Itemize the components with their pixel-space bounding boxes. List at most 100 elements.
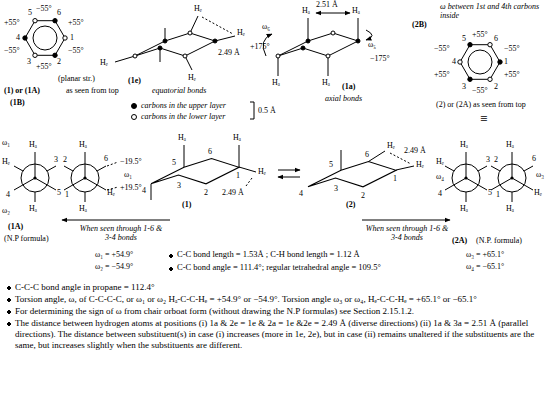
drawing-stroke (23, 36, 27, 40)
label: 1 (70, 33, 74, 42)
label: 4 (142, 186, 146, 195)
drawing-stroke (163, 39, 167, 43)
label: Hₐ (233, 133, 241, 142)
label: as seen from top (66, 86, 119, 95)
newman-projection (64, 152, 106, 202)
drawing-stroke (458, 60, 462, 64)
label: (1e) (128, 76, 141, 85)
label: Hₑ (188, 73, 196, 82)
label: Torsion angle, ω, of C-C-C-C, or ω₁ or ω… (6, 294, 548, 305)
label: 4 (438, 189, 442, 198)
label: Hₐ (178, 133, 186, 142)
drawing-stroke (356, 39, 360, 43)
legend-swatch (130, 102, 138, 110)
label: 1 (236, 171, 240, 180)
label: Hₐ (79, 204, 87, 213)
label: 3 (27, 57, 31, 66)
label: Hₐ (29, 140, 37, 149)
label: 2.49 Å (222, 188, 244, 197)
label: Hₑ (416, 160, 424, 169)
label: (1) (182, 200, 191, 209)
label: 2 (361, 191, 365, 200)
drawing-stroke (202, 17, 233, 34)
drawing-stroke (468, 50, 492, 74)
drawing-stroke (301, 46, 305, 50)
label: (1A) (8, 222, 23, 231)
drawing-stroke (33, 26, 57, 50)
newman-projection (491, 152, 533, 202)
drawing-stroke (331, 31, 335, 35)
label: +55° (472, 30, 488, 39)
drawing-stroke (276, 54, 280, 58)
label: 4 (16, 33, 20, 42)
label: C-C bond length = 1.53Å ; C-H bond lengt… (168, 250, 360, 260)
angle-guide (107, 162, 118, 190)
drawing-stroke (135, 33, 215, 56)
label: Hₑ (387, 141, 395, 150)
label: Hₑ (2, 157, 10, 166)
legend-text: carbons in the lower layer (141, 112, 225, 121)
drawing-stroke (158, 46, 162, 50)
drawing-stroke (25, 21, 65, 56)
label: −55° (472, 86, 488, 95)
label: +55° (36, 62, 52, 71)
label: 2 (494, 155, 498, 164)
drawing-stroke (188, 31, 192, 35)
label: Hₐ (29, 204, 37, 213)
label: 6 (365, 150, 369, 159)
label: When seen through 1-6 & 3-4 bonds (76, 224, 166, 242)
label: Hₐ (460, 204, 468, 213)
label: −55° (68, 46, 84, 55)
drawing-stroke (306, 39, 310, 43)
label: Hₑ (258, 167, 266, 176)
label: Hₐ (322, 78, 330, 87)
drawing-stroke (498, 60, 502, 64)
label: Hₐ (506, 204, 514, 213)
drawing-stroke (460, 45, 500, 80)
label: 2 (494, 82, 498, 91)
drawing-stroke (63, 36, 67, 40)
label: ω₁ (2, 138, 10, 147)
label: equatorial bonds (152, 86, 206, 95)
drawing-stroke (316, 13, 350, 14)
label: +55° (434, 70, 450, 79)
label: (1) or (1A) (4, 86, 40, 95)
label: Hₐ (79, 140, 87, 149)
label: The distance between hydrogen atoms at p… (6, 318, 548, 351)
drawing-stroke (213, 39, 217, 43)
label: 5 (488, 188, 492, 197)
label: 4 (299, 189, 303, 198)
label: (1B) (10, 98, 25, 107)
label: 1 (393, 174, 397, 183)
label: ω between 1st and 4th carbons inside (440, 2, 544, 20)
drawing-stroke (183, 54, 187, 58)
label: For determining the sign of ω from chair… (6, 306, 548, 317)
drawing-stroke (468, 43, 472, 47)
label: 3 (54, 155, 58, 164)
drawing-stroke (278, 18, 358, 76)
label: ω₄ (436, 172, 444, 181)
label: ω₅ (368, 40, 376, 49)
scale-bracket (250, 102, 254, 119)
carbon-dot (132, 114, 137, 119)
label: +55° (4, 18, 20, 27)
view-arrow (362, 220, 450, 221)
label: 0.5 Å (258, 106, 276, 115)
label: Hₑ (534, 188, 542, 197)
drawing-stroke (468, 77, 472, 81)
drawing-stroke (53, 19, 57, 23)
label: 1 (504, 57, 508, 66)
label: 5 (329, 160, 333, 169)
drawing-stroke (33, 53, 37, 57)
legend-item: carbons in the upper layer (130, 101, 226, 110)
label: ≡ (480, 112, 487, 127)
drawing-stroke (488, 77, 492, 81)
label: ω₃ = +65.1° (466, 250, 504, 259)
label: Hₐ (506, 140, 514, 149)
label: 3 (177, 181, 181, 190)
drawing-stroke (326, 54, 330, 58)
label: +175° (250, 42, 270, 51)
label: Hₑ (237, 28, 245, 37)
label: Hₐ (460, 140, 468, 149)
